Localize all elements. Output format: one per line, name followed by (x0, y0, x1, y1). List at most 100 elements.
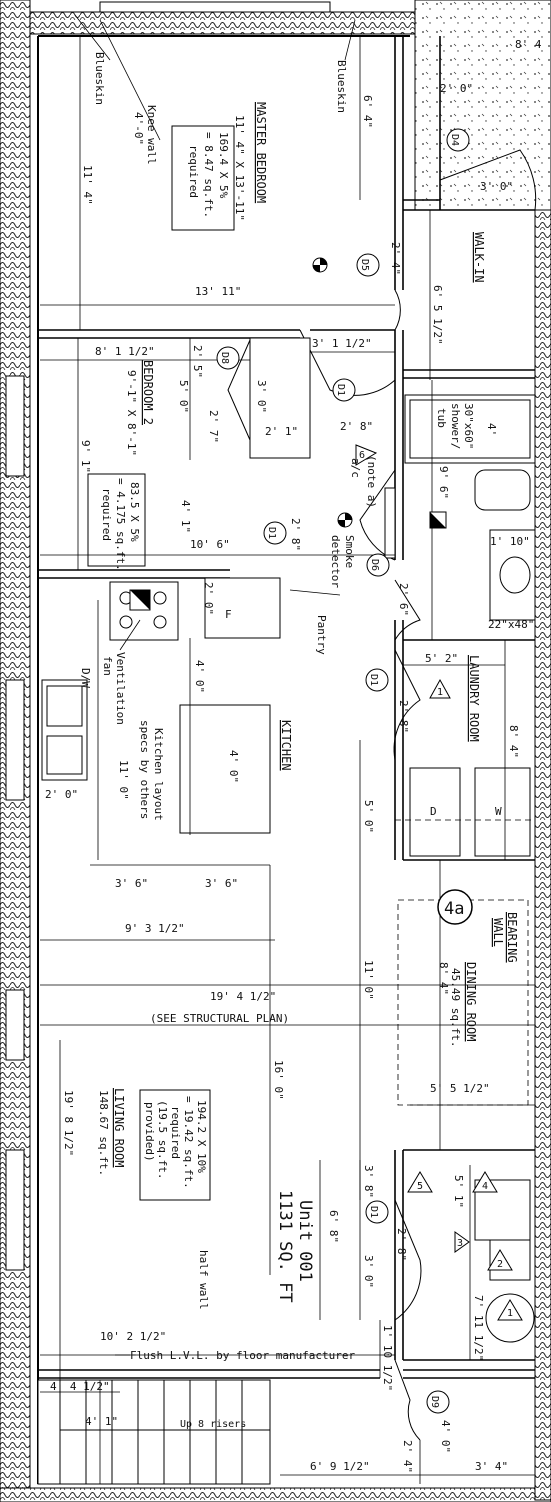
tag-d5: D5 (359, 259, 370, 271)
ventilation-label: Ventilation (114, 652, 127, 725)
pantry-label: Pantry (315, 615, 328, 655)
bed2-area-1: 83.5 X 5% (128, 482, 141, 542)
dim-kitchen-11-0: 11' 0" (117, 760, 130, 800)
wall-label: WALL (491, 918, 505, 947)
tub-label: tub (435, 408, 448, 428)
dim-master-w: 13' 11" (195, 285, 241, 298)
dim-walkin-len: 6' 5 1/2" (431, 285, 444, 345)
room-label-dining: DINING ROOM (464, 962, 478, 1041)
dim-w2-4b: 2' 4" (401, 1440, 414, 1473)
room-label-bedroom2: BEDROOM 2 (141, 360, 155, 425)
blueskin-label-left: Blueskin (93, 52, 106, 105)
dimension-texts: 8' 4 2' 0" 3' 0" 11' 4" 13' 11" 6' 4" 2'… (45, 38, 542, 1473)
dim-master-h: 11' 4" (81, 165, 94, 205)
room-label-kitchen: KITCHEN (279, 720, 293, 771)
living-calc-2: = 19.42 sq.ft. (182, 1096, 195, 1189)
fixtures (109, 337, 536, 1343)
dim-d8-5-0: 5' 0" (177, 380, 190, 413)
room-label-master-bedroom: MASTER BEDROOM (254, 102, 268, 203)
dim-bed2-h: 9' 1" (79, 440, 92, 473)
dim-hall-5-0: 5' 0" (362, 800, 375, 833)
dim-w6-8: 6' 8" (327, 1210, 340, 1243)
dim-d8-2-5: 2' 5" (191, 345, 204, 378)
door-tags (216, 128, 470, 1414)
unit-label: Unit 001 (295, 1200, 315, 1282)
interior-walls (38, 36, 535, 1379)
blueskin-label-right: Blueskin (335, 60, 348, 113)
dim-d4-width: 2' 0" (440, 82, 473, 95)
doors (227, 149, 537, 1441)
tag-d9: D9 (429, 1396, 440, 1408)
triangle-tags (355, 444, 523, 1321)
dim-hall-w: 3' 1 1/2" (312, 337, 372, 350)
living-calc-3: required (169, 1106, 182, 1159)
dim-laundry-d1: 2' 8" (397, 700, 410, 733)
tag-d1-bath: D1 (368, 1206, 379, 1218)
knee-wall-dim: 4'-0" (132, 112, 145, 145)
bed2-size: 9'-1" X 8'-1" (125, 370, 138, 456)
dryer-label: D (430, 805, 437, 818)
half-wall-label: half wall (197, 1250, 210, 1310)
dim-w4-1: 4' 1" (179, 500, 192, 533)
up-risers-label: Up 8 risers (180, 1419, 246, 1430)
dim-k3-6a: 3' 6" (115, 877, 148, 890)
dim-w4-1b: 4' 1" (85, 1415, 118, 1428)
master-size: 11' 4" X 13'-11" (233, 115, 246, 221)
tag-d8: D8 (219, 352, 230, 364)
windows (5, 1, 331, 1271)
grid-tag-circle (437, 889, 473, 925)
dim-dining-8-4: 8' 4" (437, 962, 450, 995)
detector-label: detector (329, 535, 342, 588)
dim-pantry-2-0: 2' 0" (202, 582, 215, 615)
dim-d1-2-8: 2' 8" (340, 420, 373, 433)
note-a-label: (note a) (365, 455, 378, 508)
dim-note-4: 4' (485, 423, 498, 436)
dimension-lines (40, 36, 535, 1484)
dim-w7-11: 7' 11 1/2" (472, 1295, 485, 1361)
room-label-walk-in: WALK-IN (472, 232, 486, 283)
dim-w19-4: 19' 4 1/2" (210, 990, 276, 1003)
dim-bed2-w: 8' 1 1/2" (95, 345, 155, 358)
tag-1: 1 (437, 687, 443, 698)
room-label-laundry: LAUNDRY ROOM (467, 655, 481, 742)
dim-w10-2: 10' 2 1/2" (100, 1330, 166, 1343)
stairs (37, 1379, 271, 1485)
dw-label: D/W (79, 668, 92, 688)
dim-d9-4-0: 4' 0" (439, 1420, 452, 1453)
tag-d1-laundry: D1 (368, 674, 379, 686)
living-area: 148.67 sq.ft. (97, 1090, 110, 1176)
tag-3: 3 (457, 1238, 463, 1249)
vanity-label: 22"x48" (488, 618, 534, 631)
living-calc-5: provided) (143, 1102, 156, 1162)
dim-w19-8: 19' 8 1/2" (62, 1090, 75, 1156)
bed2-area-3: required (100, 488, 113, 541)
dim-w16-0: 16' 0" (272, 1060, 285, 1100)
room-label-living: LIVING ROOM (112, 1088, 126, 1167)
bed2-area-2: = 4.175 sq.ft. (114, 478, 127, 571)
dim-door-2-4: 2' 4" (389, 242, 402, 275)
washer-label: W (495, 805, 502, 818)
unit-sqft: 1131 SQ. FT (275, 1190, 295, 1303)
flush-lvl-label: Flush L.V.L. by floor manufacturer (130, 1349, 356, 1362)
fan-label: fan (101, 656, 114, 676)
tag-5: 5 (417, 1181, 423, 1192)
master-area-3: required (187, 145, 200, 198)
shower-size: 30"x60" (462, 403, 475, 449)
dim-w3-8: 3' 8" (362, 1165, 375, 1198)
dim-d8-2-7: 2' 7" (207, 410, 220, 443)
dim-dining-5-5: 5' 5 1/2" (430, 1082, 490, 1095)
dim-w2-8: 2' 8" (395, 1228, 408, 1261)
dim-k3-6b: 3' 6" (205, 877, 238, 890)
dim-w10-6: 10' 6" (190, 538, 230, 551)
dim-laundry-8-4: 8' 4" (507, 725, 520, 758)
living-calc-4: (19.5 sq.ft. (156, 1100, 169, 1179)
dim-d1-2-8b: 2' 8" (289, 518, 302, 551)
dim-w9-3: 9' 3 1/2" (125, 922, 185, 935)
tag-1b: 1 (507, 1308, 513, 1319)
master-area-1: 169.4 X 5% (217, 132, 230, 199)
dim-island-4-0: 4' 0" (193, 660, 206, 693)
tag-d4: D4 (449, 134, 460, 146)
dim-w3-0: 3' 0" (362, 1255, 375, 1288)
dim-w5-1: 5' 1" (452, 1175, 465, 1208)
